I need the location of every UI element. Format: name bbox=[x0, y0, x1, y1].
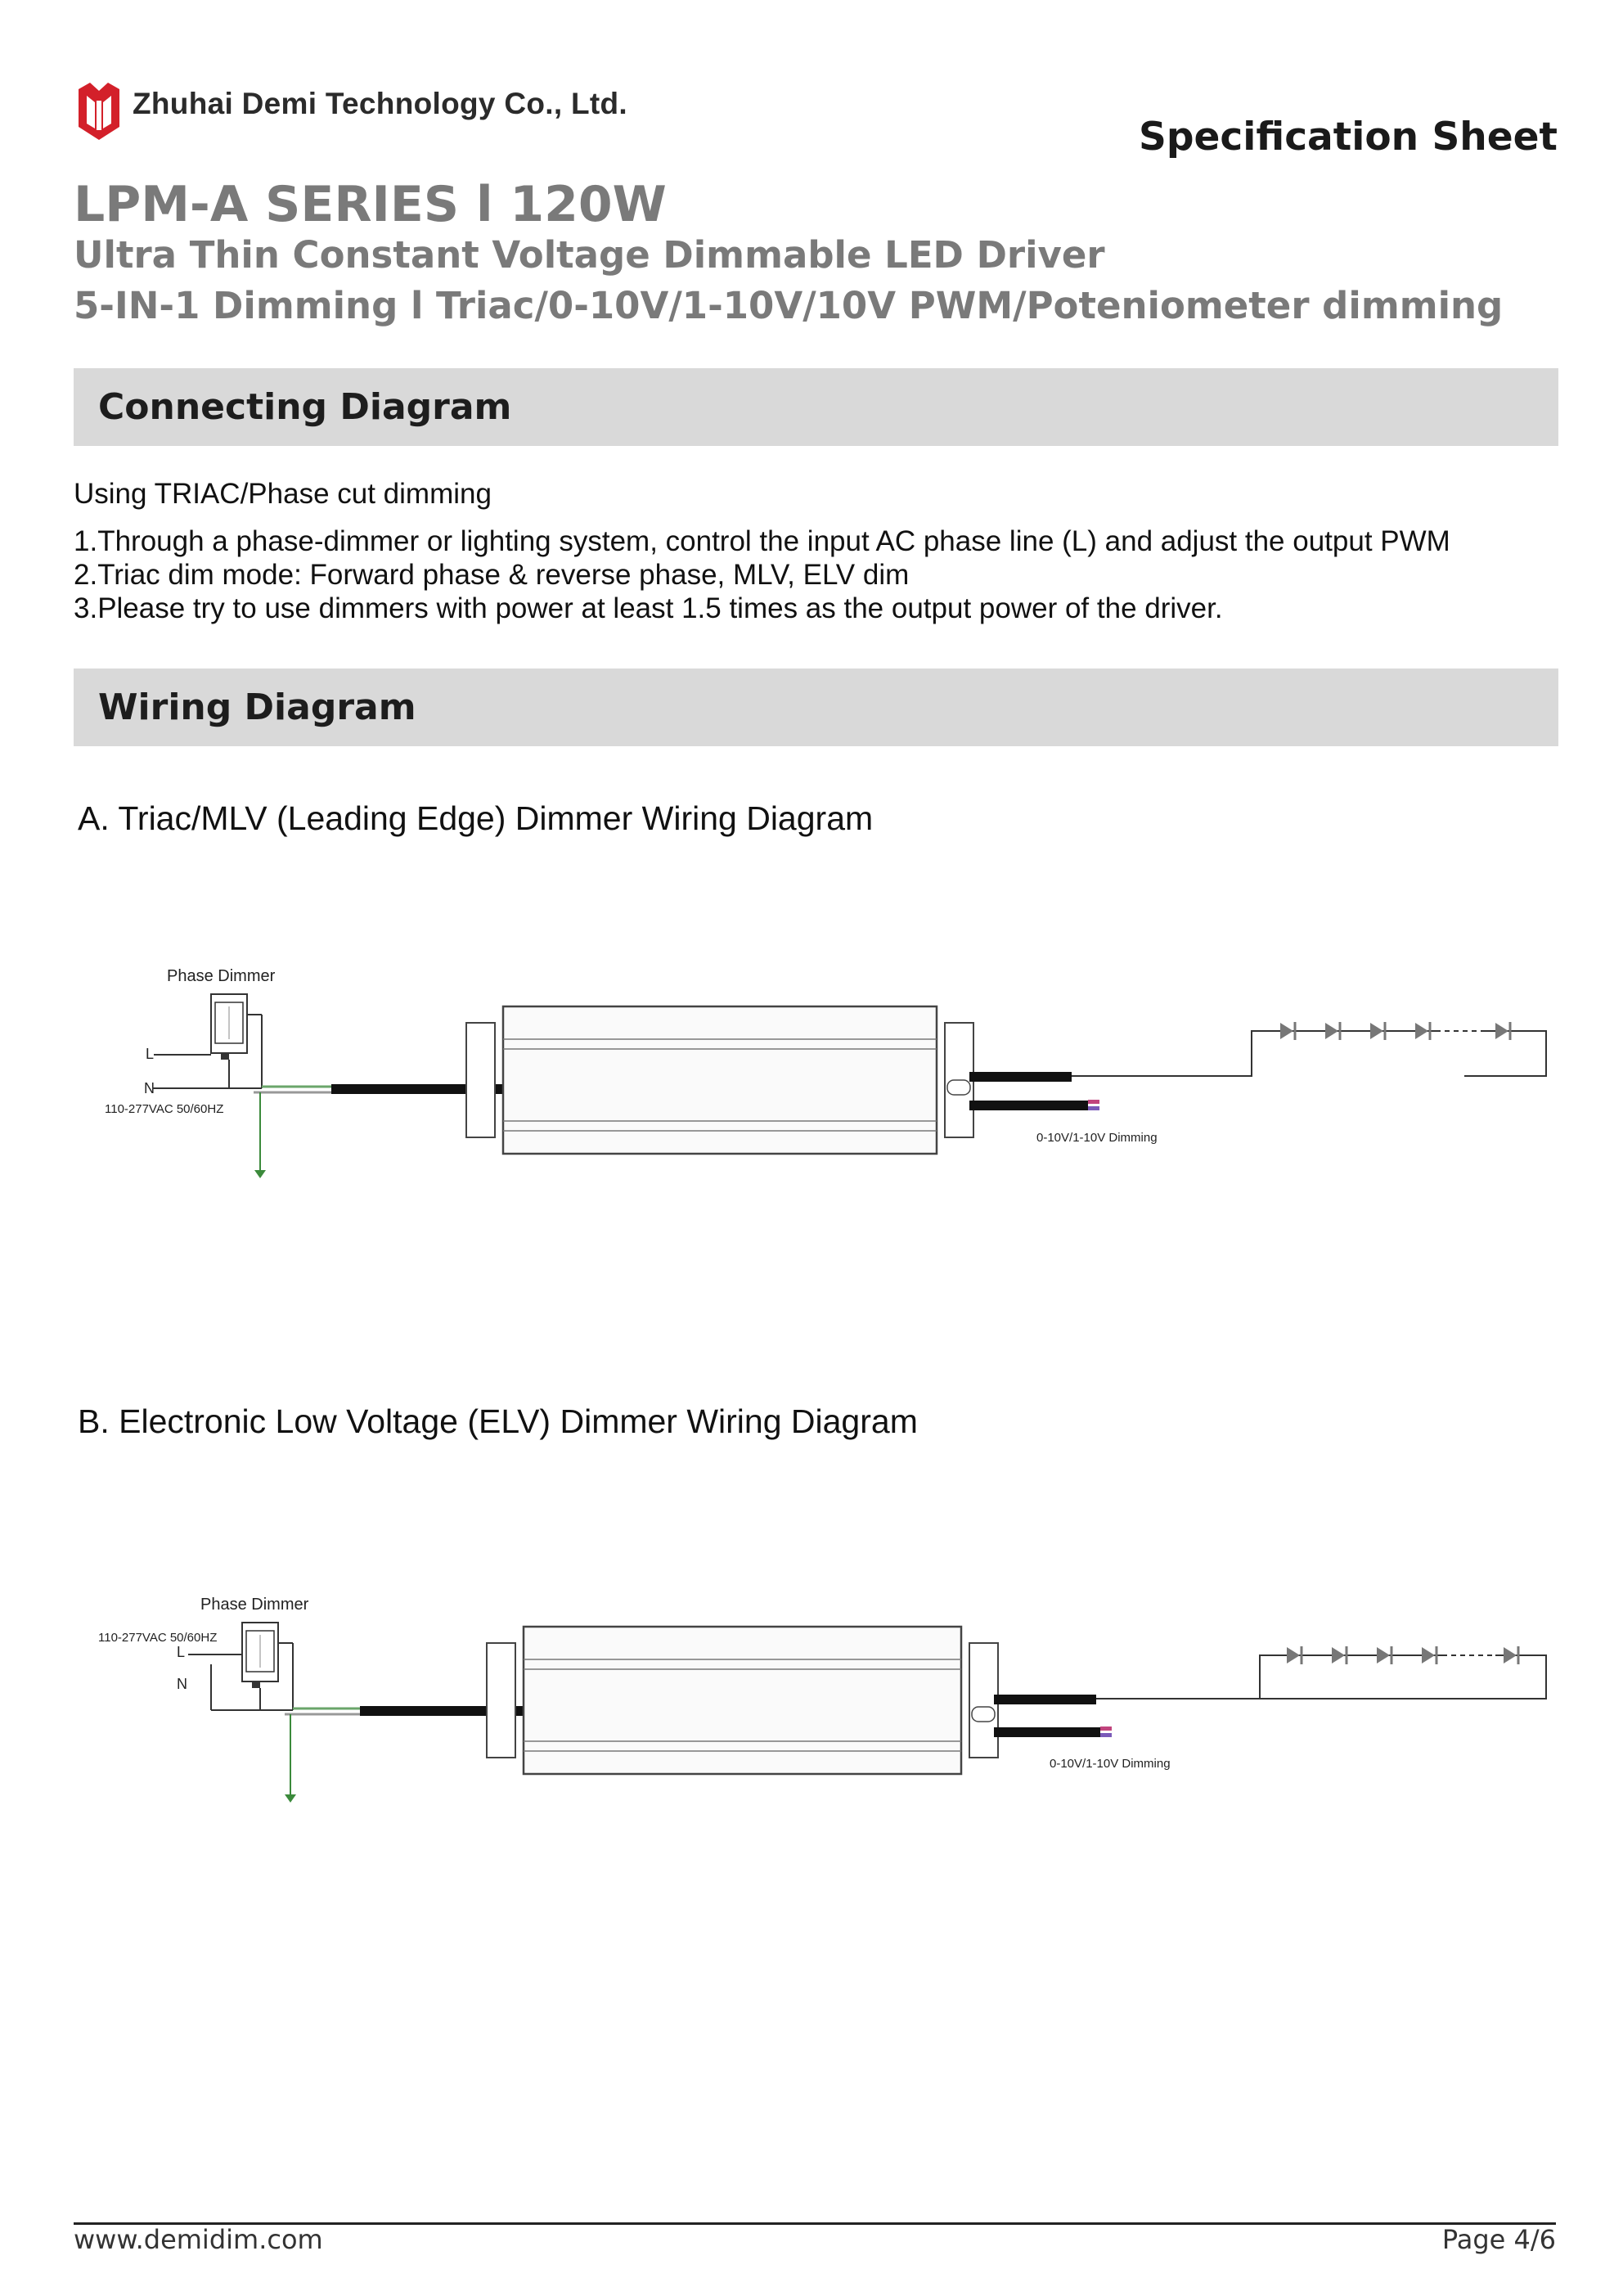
diagram-a: Phase Dimmer L N 110-277VAC 50/60HZ 0-10… bbox=[82, 957, 1554, 1195]
footer-website: www.demidim.com bbox=[74, 2224, 323, 2255]
neutral-label: N bbox=[144, 1080, 155, 1096]
connecting-diagram-section: Connecting Diagram bbox=[74, 368, 1558, 446]
led-driver-icon bbox=[465, 1005, 974, 1155]
wiring-diagram-section: Wiring Diagram bbox=[74, 669, 1558, 746]
connecting-point-2: 2.Triac dim mode: Forward phase & revers… bbox=[74, 559, 910, 591]
phase-dimmer-icon bbox=[210, 993, 248, 1060]
diagram-a-title: A. Triac/MLV (Leading Edge) Dimmer Wirin… bbox=[78, 799, 874, 837]
dimming-subtitle: 5-IN-1 Dimming l Triac/0-10V/1-10V/10V P… bbox=[74, 284, 1504, 327]
dimmer-label: Phase Dimmer bbox=[200, 1596, 309, 1614]
input-voltage-label: 110-277VAC 50/60HZ bbox=[98, 1631, 217, 1645]
connecting-point-1: 1.Through a phase-dimmer or lighting sys… bbox=[74, 525, 1450, 557]
page-number: Page 4/6 bbox=[1441, 2224, 1556, 2255]
led-string-icon bbox=[1280, 1022, 1512, 1040]
phase-dimmer-icon bbox=[241, 1622, 279, 1688]
product-subtitle: Ultra Thin Constant Voltage Dimmable LED… bbox=[74, 233, 1105, 277]
footer-divider bbox=[74, 2222, 1556, 2225]
connecting-point-3: 3.Please try to use dimmers with power a… bbox=[74, 592, 1223, 624]
sheet-title: Specification Sheet bbox=[1139, 115, 1558, 160]
line-label: L bbox=[177, 1644, 185, 1660]
input-voltage-label: 110-277VAC 50/60HZ bbox=[105, 1102, 223, 1116]
company-name: Zhuhai Demi Technology Co., Ltd. bbox=[133, 87, 628, 120]
ground-icon bbox=[254, 1092, 266, 1178]
section-heading: Wiring Diagram bbox=[98, 687, 416, 728]
led-string-icon bbox=[1287, 1646, 1520, 1664]
dimmer-label: Phase Dimmer bbox=[167, 967, 276, 985]
section-heading: Connecting Diagram bbox=[98, 386, 512, 428]
ground-icon bbox=[285, 1714, 296, 1803]
line-label: L bbox=[146, 1046, 154, 1062]
series-title: LPM-A SERIES l 120W bbox=[74, 176, 667, 233]
connecting-intro: Using TRIAC/Phase cut dimming bbox=[74, 478, 492, 510]
diagram-b: Phase Dimmer 110-277VAC 50/60HZ L N 0-10… bbox=[82, 1586, 1554, 1823]
led-driver-icon bbox=[486, 1625, 999, 1776]
neutral-label: N bbox=[177, 1676, 187, 1692]
diagram-b-title: B. Electronic Low Voltage (ELV) Dimmer W… bbox=[78, 1402, 918, 1440]
company-logo bbox=[72, 78, 126, 143]
dimming-label: 0-10V/1-10V Dimming bbox=[1050, 1757, 1171, 1771]
dimming-label: 0-10V/1-10V Dimming bbox=[1036, 1131, 1158, 1145]
